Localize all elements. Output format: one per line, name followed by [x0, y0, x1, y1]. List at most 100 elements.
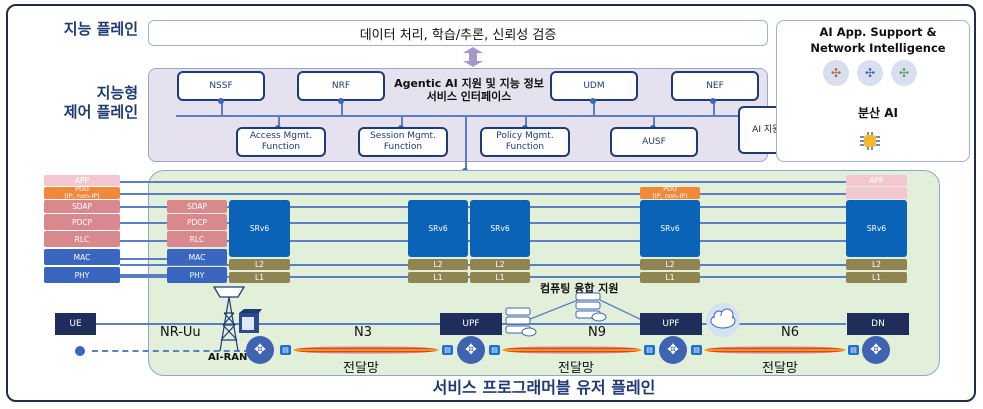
compute-server-cloud-icon: [575, 292, 607, 322]
ue-node[interactable]: UE: [55, 313, 96, 335]
pdu-layer-line: [120, 193, 846, 195]
n3-interface-label: N3: [354, 325, 372, 340]
ran-stack-phy: PHY: [167, 267, 227, 283]
nf-policy-mgmt-function[interactable]: Policy Mgmt.Function: [480, 127, 570, 157]
ue-stack-pdcp: PDCP: [44, 214, 120, 230]
udm-port-dot: [590, 98, 596, 104]
ue-stack-sdap: SDAP: [44, 200, 120, 213]
radio-link-dashed-line: [92, 350, 250, 352]
udm-connector: [593, 101, 595, 115]
router-upf1-icon: ✥: [457, 336, 485, 364]
ran-server-icon: [239, 309, 262, 333]
nf-ausf[interactable]: AUSF: [610, 127, 698, 157]
phy-layer-line: [120, 274, 170, 276]
upf1-stack-l2-b: L2: [470, 259, 530, 270]
app-layer-line: [120, 181, 846, 183]
computing-convergence-label: 컴퓨팅 융합 지원: [540, 282, 619, 295]
nef-connector: [713, 101, 715, 115]
nef-port-dot: [710, 98, 716, 104]
nrf-connector: [341, 101, 343, 115]
upf2-stack-srv6: SRv6: [640, 200, 700, 257]
port-upf2-right-icon: ▤: [691, 345, 702, 355]
service-interface-title: Agentic AI 지원 및 지능 정보 서비스 인터페이스: [388, 77, 550, 103]
upf2-stack-l1: L1: [640, 272, 700, 283]
upf1-stack-srv6-a: SRv6: [408, 200, 468, 257]
nf-access-mgmt-function[interactable]: Access Mgmt.Function: [236, 127, 326, 157]
upf1-stack-srv6-b: SRv6: [470, 200, 530, 257]
ue-stack-app: APP: [44, 175, 120, 186]
amf-connector: [278, 115, 280, 128]
ran-stack-rlc: RLC: [167, 231, 227, 247]
neural-network-blue-icon: ✣: [857, 60, 883, 86]
n9-interface-label: N9: [588, 325, 606, 340]
upf1-stack-l1-a: L1: [408, 272, 468, 283]
ran-stack-l2: L2: [229, 259, 290, 270]
bidirectional-arrow-icon: [463, 47, 483, 67]
amf-label-line2: Function: [261, 142, 301, 152]
ran-stack-srv6: SRv6: [229, 200, 290, 257]
dn-stack-l1: L1: [846, 272, 907, 283]
ran-stack-sdap: SDAP: [167, 200, 227, 213]
ausf-connector: [653, 115, 655, 128]
upf2-stack-l2: L2: [640, 259, 700, 270]
ran-stack-l1: L1: [229, 272, 290, 283]
service-interface-title-line1: Agentic AI 지원 및 지능 정보: [394, 77, 544, 90]
ue-stack-phy: PHY: [44, 267, 120, 283]
neural-network-orange-icon: ✣: [823, 60, 849, 86]
service-interface-title-line2: 서비스 인터페이스: [426, 90, 512, 103]
upf2-node[interactable]: UPF: [640, 313, 702, 335]
dn-stack-app: APP: [846, 175, 907, 186]
port-ran-icon: ▤: [280, 345, 291, 355]
ran-stack-mac: MAC: [167, 249, 227, 265]
control-plane-label-line2: 제어 플레인: [63, 103, 138, 121]
nrf-port-dot: [338, 98, 344, 104]
cloud-network-icon: [706, 303, 740, 337]
transport-network-n3: [293, 346, 439, 354]
n6-interface-label: N6: [781, 325, 799, 340]
pcf-label-line1: Policy Mgmt.: [496, 131, 554, 141]
transport-label-n6: 전달망: [762, 361, 798, 376]
amf-label-line1: Access Mgmt.: [249, 131, 313, 141]
intelligence-plane-label: 지능 플레인: [63, 20, 138, 38]
pcf-connector: [525, 115, 527, 128]
ai-panel-title-line2: Network Intelligence: [810, 41, 946, 55]
diagram-frame: [6, 4, 976, 402]
upf1-node[interactable]: UPF: [440, 313, 502, 335]
ue-device-dot: [75, 346, 85, 356]
intelligence-plane-bar: 데이터 처리, 학습/추론, 신뢰성 검증: [148, 20, 768, 46]
port-upf1-left-icon: ▤: [442, 345, 453, 355]
service-bus-line: [176, 115, 742, 117]
ran-stack-pdcp: PDCP: [167, 214, 227, 230]
upf1-stack-l1-b: L1: [470, 272, 530, 283]
ue-stack-rlc: RLC: [44, 231, 120, 247]
control-user-link: [465, 115, 467, 171]
ai-ran-label: AI-RAN: [208, 352, 248, 363]
ue-stack-pdu: PDU (IP, non-IP): [44, 186, 120, 200]
nf-udm[interactable]: UDM: [550, 71, 638, 101]
smf-connector: [401, 115, 403, 128]
dn-stack-srv6: SRv6: [846, 200, 907, 257]
transport-network-n9: [502, 346, 642, 354]
transport-label-n3: 전달망: [343, 361, 379, 376]
nf-nef[interactable]: NEF: [671, 71, 759, 101]
control-plane-label-line1: 지능형: [96, 84, 138, 102]
edge-server-cloud-icon: [505, 307, 537, 337]
router-upf2-icon: ✥: [659, 336, 687, 364]
smf-label-line1: Session Mgmt.: [370, 131, 436, 141]
dn-stack-l2: L2: [846, 259, 907, 270]
dn-node[interactable]: DN: [847, 313, 909, 335]
dn-stack-pdu: [846, 187, 907, 199]
control-plane-label: 지능형 제어 플레인: [20, 84, 138, 122]
nr-uu-interface-label: NR-Uu: [160, 325, 201, 340]
nf-nrf[interactable]: NRF: [297, 71, 385, 101]
port-dn-icon: ▤: [848, 345, 859, 355]
port-upf2-left-icon: ▤: [644, 345, 655, 355]
distributed-ai-label: 분산 AI: [857, 106, 898, 120]
nf-nssf[interactable]: NSSF: [177, 71, 265, 101]
nf-session-mgmt-function[interactable]: Session Mgmt.Function: [358, 127, 448, 157]
router-dn-icon: ✥: [862, 336, 890, 364]
ai-panel-title: AI App. Support & Network Intelligence: [790, 24, 966, 56]
pcf-label-line2: Function: [505, 142, 545, 152]
neural-network-green-icon: ✣: [891, 60, 917, 86]
port-upf1-right-icon: ▤: [489, 345, 500, 355]
